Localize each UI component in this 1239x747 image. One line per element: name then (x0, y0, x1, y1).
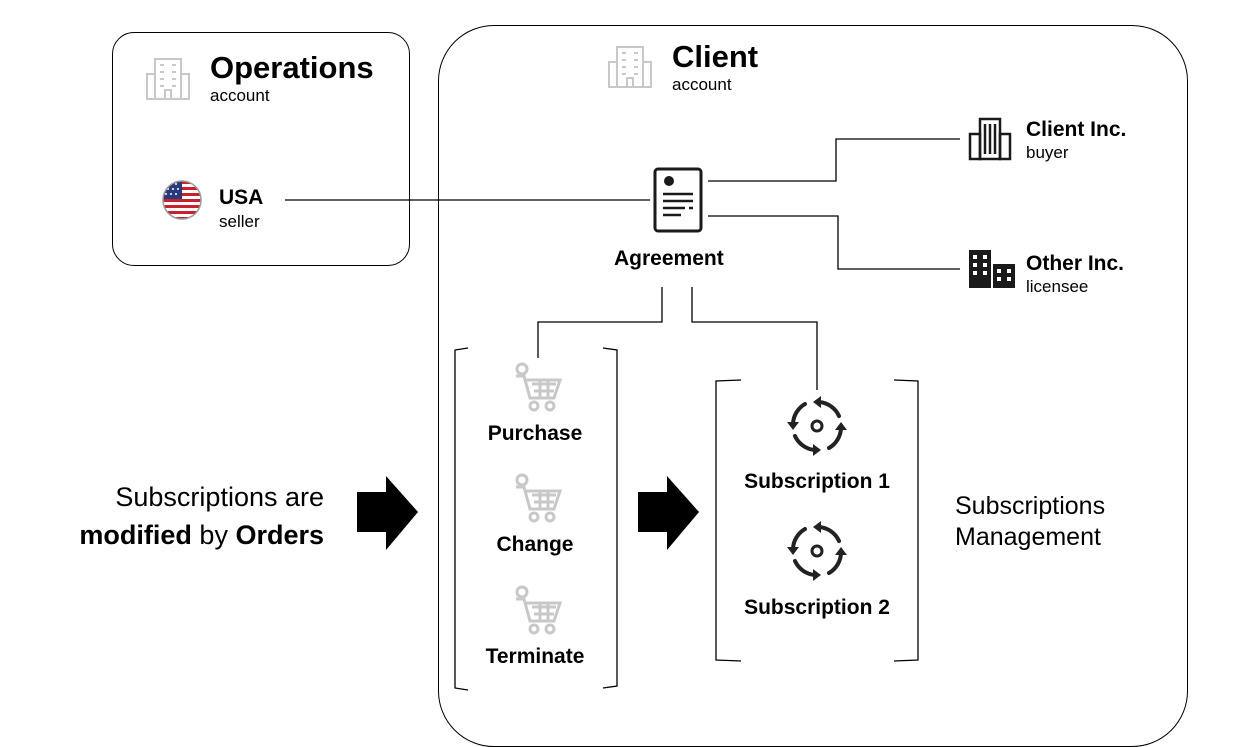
connector-lines (285, 138, 960, 691)
client-account-box (438, 25, 1188, 747)
subscription-1-label: Subscription 1 (744, 470, 890, 493)
client-subtitle: account (672, 75, 732, 94)
operations-title: Operations (210, 50, 374, 85)
document-icon (653, 167, 703, 233)
operations-subtitle: account (210, 86, 270, 105)
usa-flag-icon (162, 180, 202, 220)
agreement-orders-line (537, 287, 663, 358)
order-terminate-label: Terminate (485, 645, 585, 668)
shopping-cart-icon (515, 473, 563, 523)
right-arrow-icon (357, 476, 418, 550)
subscriptions-bracket-left (715, 379, 742, 662)
agreement-buyer-line (708, 138, 960, 182)
agreement-subscriptions-line (691, 287, 818, 390)
caption-modified: modified (79, 520, 192, 550)
caption-orders: Orders (235, 520, 324, 550)
orders-bracket-left (454, 347, 469, 691)
seller-name: USA (219, 186, 264, 209)
client-title: Client (672, 39, 759, 74)
caption-line2: modified by Orders (20, 516, 324, 555)
renewal-cycle-icon (787, 396, 847, 456)
subscription-2-label: Subscription 2 (744, 596, 890, 619)
management-line2: Management (955, 523, 1101, 551)
order-purchase-label: Purchase (487, 422, 583, 445)
licensee-name: Other Inc. (1026, 252, 1125, 275)
office-building-icon (608, 46, 652, 88)
seller-role: seller (219, 212, 260, 231)
licensee-role: licensee (1026, 277, 1089, 296)
office-buildings-icon (969, 250, 1015, 288)
agreement-licensee-line (708, 215, 960, 270)
renewal-cycle-icon (787, 521, 847, 581)
orders-bracket-right (602, 347, 618, 689)
buyer-name: Client Inc. (1026, 118, 1127, 141)
shopping-cart-icon (515, 362, 563, 412)
agreement-label: Agreement (614, 247, 724, 270)
buyer-role: buyer (1026, 143, 1069, 162)
shopping-cart-icon (515, 585, 563, 635)
office-tower-icon (968, 117, 1012, 161)
right-arrow-icon (638, 476, 699, 550)
management-line1: Subscriptions (955, 492, 1106, 520)
caption-line1: Subscriptions are (115, 482, 324, 512)
subscriptions-bracket-right (893, 379, 919, 662)
order-change-label: Change (496, 533, 574, 556)
caption-by: by (191, 520, 236, 550)
office-building-icon (146, 58, 190, 100)
